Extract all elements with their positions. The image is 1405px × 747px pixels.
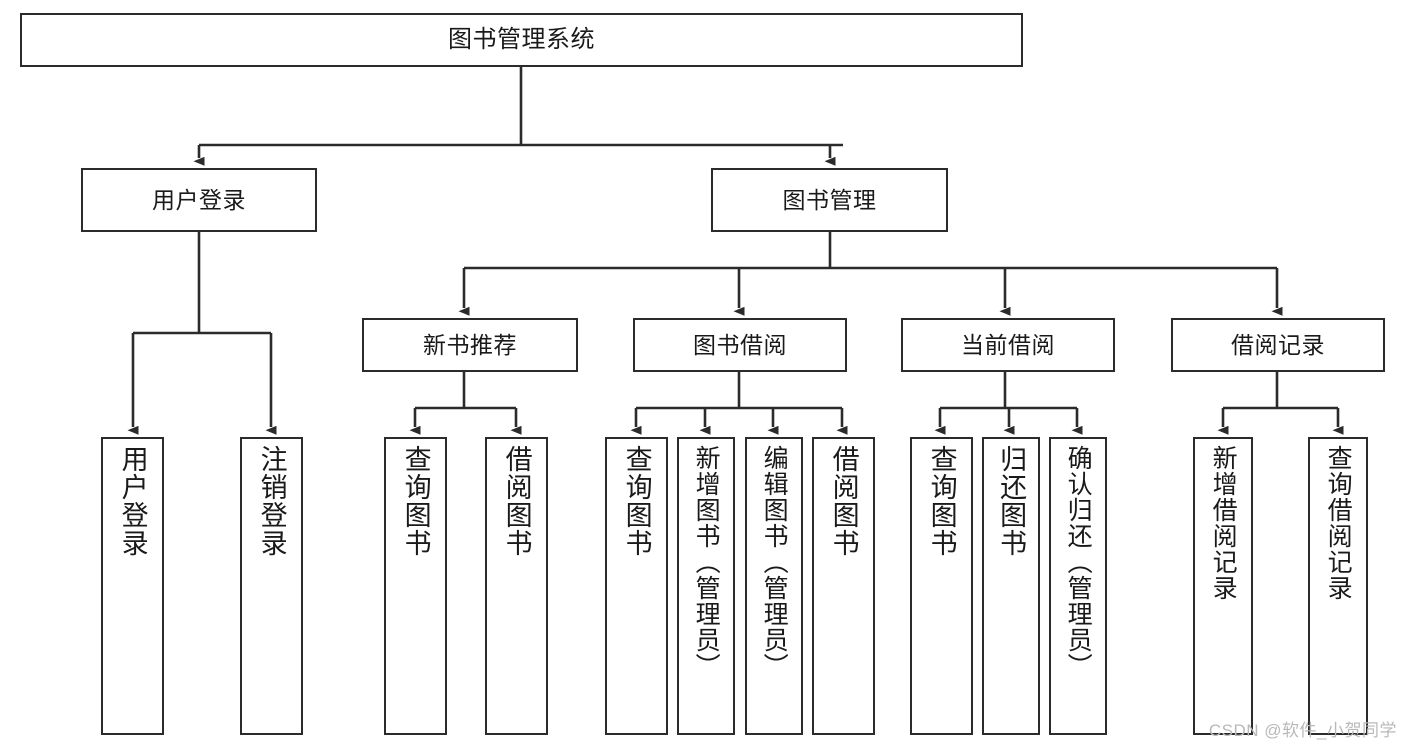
node-leaf-edit-book-label: 编辑图书（管理员） (760, 445, 789, 679)
node-leaf-query-record-label: 查询借阅记录 (1324, 445, 1353, 601)
node-book-manage[interactable]: 图书管理 (711, 168, 948, 232)
node-leaf-query-book-2-label: 查询图书 (621, 445, 652, 557)
node-leaf-borrow-book-2[interactable]: 借阅图书 (812, 437, 875, 735)
node-leaf-confirm-return-label: 确认归还（管理员） (1064, 445, 1093, 679)
node-current-borrow[interactable]: 当前借阅 (901, 318, 1115, 372)
node-book-borrow[interactable]: 图书借阅 (633, 318, 847, 372)
node-borrow-record[interactable]: 借阅记录 (1171, 318, 1385, 372)
node-leaf-return-book-label: 归还图书 (996, 445, 1027, 557)
node-leaf-query-book-3-label: 查询图书 (926, 445, 957, 557)
node-leaf-logout-label: 注销登录 (256, 445, 287, 557)
node-user-login-label: 用户登录 (152, 186, 246, 213)
node-book-borrow-label: 图书借阅 (693, 331, 787, 358)
node-leaf-borrow-book-2-label: 借阅图书 (828, 445, 859, 557)
node-leaf-return-book[interactable]: 归还图书 (982, 437, 1040, 735)
node-new-book-rec-label: 新书推荐 (423, 331, 517, 358)
csdn-watermark: CSDN @软件_小贺同学 (1208, 721, 1397, 740)
node-user-login[interactable]: 用户登录 (81, 168, 317, 232)
node-leaf-add-record[interactable]: 新增借阅记录 (1193, 437, 1253, 735)
node-leaf-borrow-book-1-label: 借阅图书 (501, 445, 532, 557)
node-book-manage-label: 图书管理 (782, 186, 877, 213)
node-leaf-query-book-1-label: 查询图书 (400, 445, 431, 557)
node-leaf-query-book-3[interactable]: 查询图书 (910, 437, 973, 735)
node-root-label: 图书管理系统 (448, 26, 595, 54)
node-leaf-logout[interactable]: 注销登录 (240, 437, 303, 735)
node-leaf-user-login-label: 用户登录 (117, 445, 148, 557)
node-leaf-add-book-label: 新增图书（管理员） (692, 445, 721, 679)
node-leaf-query-record[interactable]: 查询借阅记录 (1308, 437, 1368, 735)
node-borrow-record-label: 借阅记录 (1231, 331, 1325, 358)
node-leaf-confirm-return[interactable]: 确认归还（管理员） (1049, 437, 1107, 735)
node-leaf-user-login[interactable]: 用户登录 (101, 437, 164, 735)
node-leaf-borrow-book-1[interactable]: 借阅图书 (485, 437, 548, 735)
node-leaf-add-record-label: 新增借阅记录 (1209, 445, 1238, 601)
node-leaf-query-book-1[interactable]: 查询图书 (384, 437, 447, 735)
node-root[interactable]: 图书管理系统 (20, 13, 1023, 67)
node-new-book-rec[interactable]: 新书推荐 (362, 318, 578, 372)
node-leaf-edit-book[interactable]: 编辑图书（管理员） (745, 437, 803, 735)
node-leaf-query-book-2[interactable]: 查询图书 (605, 437, 668, 735)
node-current-borrow-label: 当前借阅 (961, 331, 1055, 358)
node-leaf-add-book[interactable]: 新增图书（管理员） (677, 437, 735, 735)
